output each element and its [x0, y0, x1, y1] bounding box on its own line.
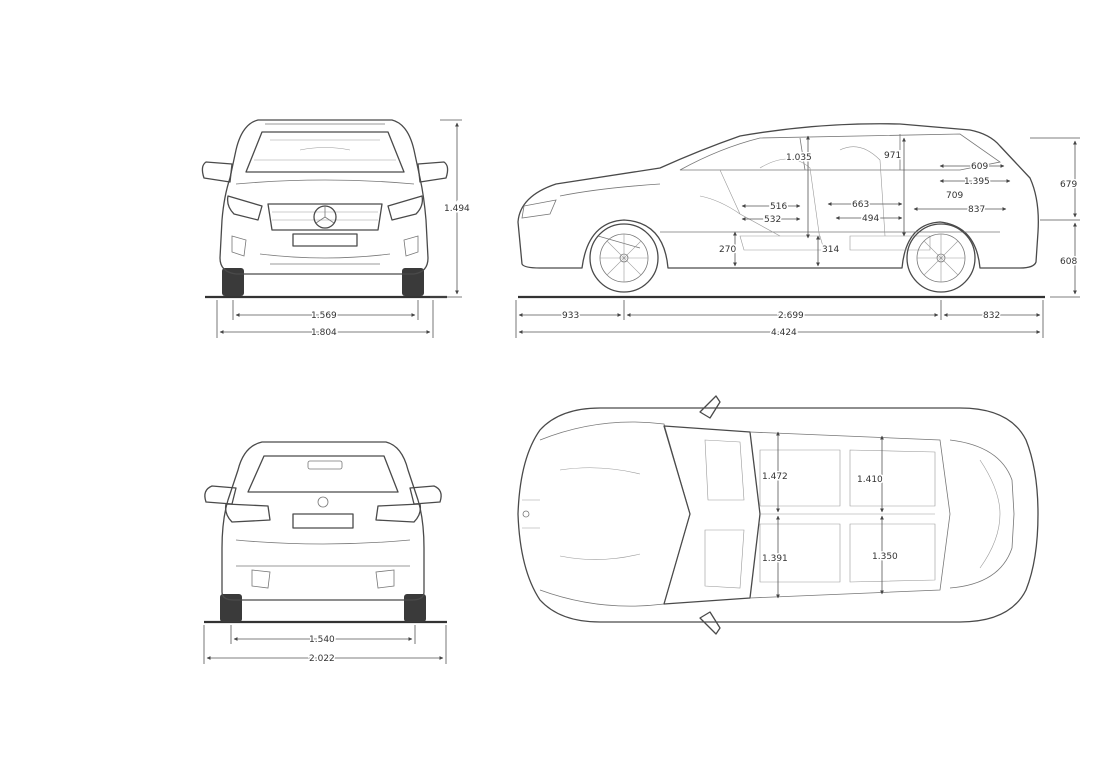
- front-body-outline: [219, 119, 429, 275]
- right-mirror: [417, 161, 449, 183]
- dim-314-label: 314: [822, 245, 839, 255]
- dim-663-label: 663: [852, 200, 869, 210]
- top-view: 1.472 1.410 1.391 1.350: [517, 395, 1039, 635]
- front-track-label: 1.569: [311, 311, 337, 321]
- top-left-mirror: [699, 395, 721, 419]
- dim-1395-label: 1.395: [964, 177, 990, 187]
- dim-608-label: 608: [1060, 257, 1077, 267]
- rear-left-taillight: [224, 503, 271, 523]
- dim-609-label: 609: [971, 162, 988, 172]
- front-left-tire: [222, 268, 244, 296]
- side-windows: [679, 133, 1001, 171]
- rear-track-label: 1.540: [309, 635, 335, 645]
- dim-679-label: 679: [1060, 180, 1077, 190]
- top-body-outline: [517, 407, 1039, 623]
- top-emblem-icon: [522, 510, 530, 518]
- dim-494-label: 494: [862, 214, 879, 224]
- dim-516-label: 516: [770, 202, 787, 212]
- rear-right-mirror: [409, 485, 442, 505]
- rear-left-mirror: [204, 485, 237, 505]
- dim-709-label: 709: [946, 191, 963, 201]
- front-height-label: 1.494: [444, 204, 470, 214]
- rear-body-outline: [221, 441, 425, 601]
- front-grille: [267, 203, 383, 231]
- rear-window: [247, 455, 399, 493]
- rear-headroom-label: 971: [884, 151, 901, 161]
- dim-270-label: 270: [719, 245, 736, 255]
- front-overhang-label: 933: [562, 311, 579, 321]
- dim-1350-label: 1.350: [872, 552, 898, 562]
- rear-view: 1.540 2.022: [203, 441, 447, 666]
- left-mirror: [201, 161, 233, 183]
- length-label: 4.424: [771, 328, 797, 338]
- dim-532-label: 532: [764, 215, 781, 225]
- rear-width-label: 2.022: [309, 654, 335, 664]
- dim-1410-label: 1.410: [857, 475, 883, 485]
- dim-1472-label: 1.472: [762, 472, 788, 482]
- left-headlight: [226, 195, 263, 221]
- right-headlight: [387, 195, 424, 221]
- front-license-plate: [292, 233, 358, 247]
- side-body-outline: [517, 123, 1039, 269]
- top-windshield: [663, 425, 761, 605]
- front-right-tire: [402, 268, 424, 296]
- rear-wheel: [906, 223, 976, 293]
- rear-emblem-icon: [317, 496, 329, 508]
- rear-left-tire: [220, 594, 242, 622]
- dim-1391-label: 1.391: [762, 554, 788, 564]
- wheelbase-label: 2.699: [778, 311, 804, 321]
- side-view: 933 2.699 832 4.424 679 608 1.035 971 27…: [515, 123, 1080, 340]
- front-wheel: [589, 223, 659, 293]
- rear-license-plate: [292, 513, 354, 529]
- rear-right-tire: [404, 594, 426, 622]
- rear-right-taillight: [375, 503, 422, 523]
- dim-837-label: 837: [968, 205, 985, 215]
- front-headroom-label: 1.035: [786, 153, 812, 163]
- windshield: [245, 131, 405, 173]
- rear-overhang-label: 832: [983, 311, 1000, 321]
- top-right-mirror: [699, 611, 721, 635]
- front-width-label: 1.804: [311, 328, 337, 338]
- front-view: 1.494 1.569 1.804: [201, 119, 472, 340]
